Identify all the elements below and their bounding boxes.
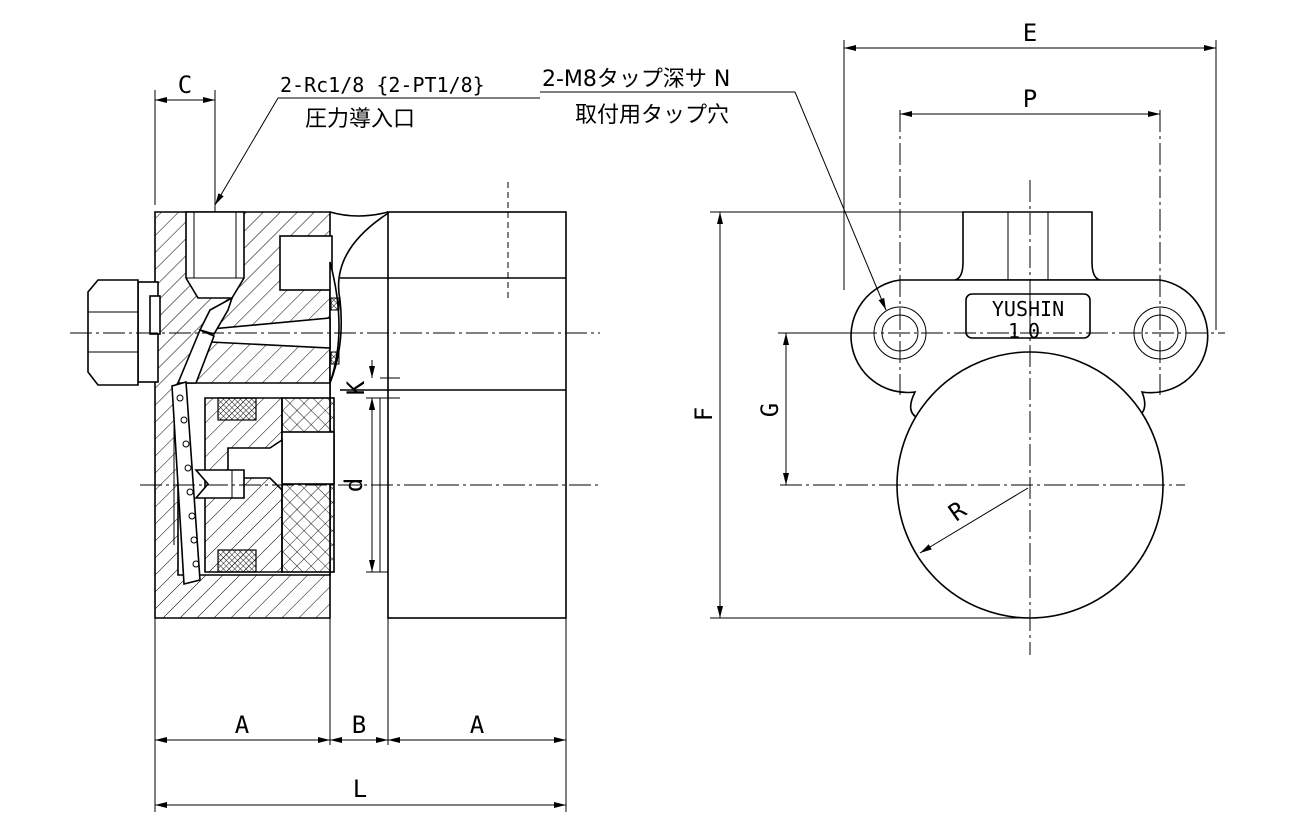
pressure-port-bore bbox=[185, 211, 245, 299]
dim-B: B bbox=[352, 711, 366, 739]
dim-A-right: A bbox=[470, 711, 485, 739]
dim-P: P bbox=[1023, 85, 1037, 113]
callouts: 2-Rc1/8 {2-PT1/8} 圧力導入口 2-M8タップ深サ N 取付用タ… bbox=[214, 67, 887, 311]
dimensions: A B A L C K d E P F bbox=[154, 19, 1217, 812]
pressure-port-spec: 2-Rc1/8 {2-PT1/8} bbox=[280, 73, 485, 97]
mount-tap-label: 取付用タップ穴 bbox=[575, 103, 729, 128]
dim-C: C bbox=[178, 71, 192, 99]
mount-tap-spec: 2-M8タップ深サ N bbox=[542, 67, 730, 92]
dim-K: K bbox=[342, 380, 370, 395]
nameplate-brand: YUSHIN bbox=[992, 297, 1064, 321]
spring bbox=[171, 380, 201, 586]
clamp-block bbox=[387, 211, 567, 619]
section-view bbox=[70, 182, 600, 619]
dim-L: L bbox=[353, 775, 367, 803]
top-boss bbox=[954, 211, 1101, 281]
dim-G: G bbox=[756, 403, 784, 417]
nameplate: YUSHIN 10 bbox=[965, 293, 1091, 343]
dim-E: E bbox=[1023, 19, 1037, 47]
dim-F: F bbox=[690, 407, 718, 421]
end-view: YUSHIN 10 bbox=[780, 110, 1225, 655]
pressure-port-label: 圧力導入口 bbox=[305, 107, 415, 132]
body-window bbox=[279, 235, 333, 291]
dim-d: d bbox=[340, 478, 368, 492]
hex-fitting bbox=[87, 279, 161, 386]
dim-A-left: A bbox=[235, 711, 250, 739]
nameplate-model: 10 bbox=[1008, 319, 1048, 343]
piston bbox=[194, 397, 335, 573]
